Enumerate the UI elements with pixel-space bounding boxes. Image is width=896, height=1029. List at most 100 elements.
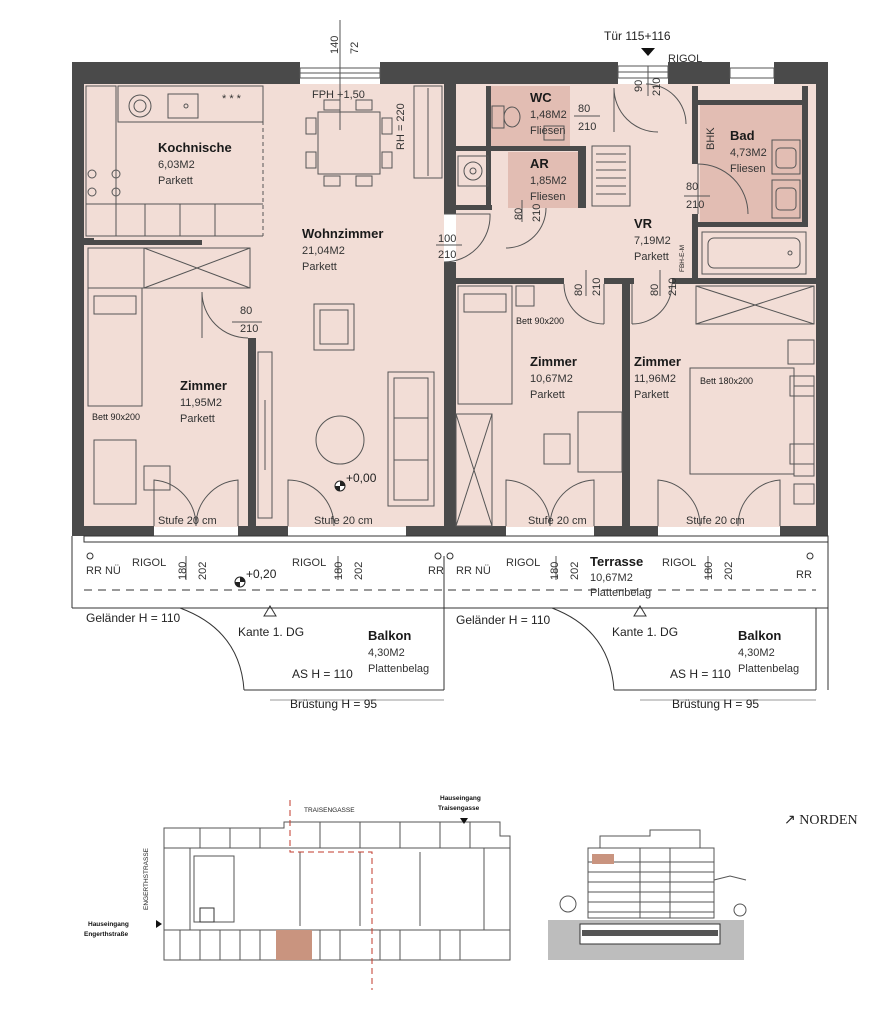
svg-text:11,95M2: 11,95M2 — [180, 397, 222, 409]
svg-text:Engerthstraße: Engerthstraße — [84, 931, 128, 938]
svg-text:RIGOL: RIGOL — [506, 557, 540, 569]
svg-text:210: 210 — [578, 121, 596, 133]
svg-text:10,67M2: 10,67M2 — [530, 373, 573, 385]
svg-text:4,73M2: 4,73M2 — [730, 147, 767, 159]
svg-text:4,30M2: 4,30M2 — [368, 647, 405, 659]
north-indicator: ↗ NORDEN — [784, 813, 858, 828]
svg-text:Stufe 20 cm: Stufe 20 cm — [686, 515, 745, 527]
svg-text:Balkon: Balkon — [368, 628, 411, 643]
svg-text:210: 210 — [667, 278, 679, 296]
svg-text:Tür 115+116: Tür 115+116 — [604, 29, 671, 43]
room3-furniture — [689, 367, 815, 505]
doors — [153, 83, 781, 527]
svg-text:Fliesen: Fliesen — [530, 191, 565, 203]
svg-text:AS H = 110: AS H = 110 — [670, 667, 731, 681]
svg-text:Zimmer: Zimmer — [180, 378, 227, 393]
walls — [72, 62, 828, 536]
svg-text:1,48M2: 1,48M2 — [530, 109, 567, 121]
svg-text:Parkett: Parkett — [634, 389, 669, 401]
svg-text:VR: VR — [634, 216, 653, 231]
svg-text:210: 210 — [438, 249, 456, 261]
svg-text:80: 80 — [573, 284, 585, 296]
terrace-outline — [71, 535, 829, 701]
svg-text:Hauseingang: Hauseingang — [88, 921, 129, 928]
svg-text:Brüstung H = 95: Brüstung H = 95 — [290, 697, 377, 711]
svg-text:Fliesen: Fliesen — [730, 163, 765, 175]
living-furniture — [257, 303, 435, 519]
svg-text:Fliesen: Fliesen — [530, 125, 565, 137]
kitchen-fixtures — [85, 85, 264, 237]
svg-text:Wohnzimmer: Wohnzimmer — [302, 226, 383, 241]
svg-text:FPH +1,50: FPH +1,50 — [312, 89, 365, 101]
svg-text:RR NÜ: RR NÜ — [456, 565, 491, 577]
svg-text:180: 180 — [177, 562, 189, 580]
svg-text:ENGERTHSTRASSE: ENGERTHSTRASSE — [143, 847, 150, 910]
svg-text:210: 210 — [651, 78, 663, 96]
svg-text:7,19M2: 7,19M2 — [634, 235, 671, 247]
svg-text:21,04M2: 21,04M2 — [302, 245, 345, 257]
svg-text:RIGOL: RIGOL — [662, 557, 696, 569]
svg-text:Terrasse: Terrasse — [590, 554, 643, 569]
building-section — [548, 829, 747, 960]
svg-text:Geländer H = 110: Geländer H = 110 — [456, 613, 550, 627]
annotations: Tür 115+116 RIGOL FPH +1,50 RH = 220 140… — [86, 29, 812, 711]
svg-text:202: 202 — [197, 562, 209, 580]
room2-furniture — [455, 285, 623, 527]
svg-text:Balkon: Balkon — [738, 628, 781, 643]
svg-text:BHK: BHK — [705, 127, 717, 150]
svg-text:FBH-E-M: FBH-E-M — [679, 245, 686, 272]
svg-text:AR: AR — [530, 156, 549, 171]
svg-text:Bett 90x200: Bett 90x200 — [92, 412, 140, 422]
svg-text:202: 202 — [569, 562, 581, 580]
svg-text:RR: RR — [428, 565, 444, 577]
svg-text:WC: WC — [530, 90, 552, 105]
svg-text:Bad: Bad — [730, 128, 755, 143]
svg-text:202: 202 — [723, 562, 735, 580]
svg-text:+0,00: +0,00 — [346, 471, 377, 485]
entrance-arrow — [641, 48, 655, 56]
svg-text:Plattenbelag: Plattenbelag — [738, 663, 799, 675]
svg-text:RIGOL: RIGOL — [132, 557, 166, 569]
dimension-lines — [185, 20, 710, 580]
svg-text:Parkett: Parkett — [158, 175, 193, 187]
svg-text:210: 210 — [591, 278, 603, 296]
svg-text:Brüstung H = 95: Brüstung H = 95 — [672, 697, 759, 711]
svg-text:Bett 180x200: Bett 180x200 — [700, 376, 753, 386]
svg-text:Parkett: Parkett — [302, 261, 337, 273]
svg-text:4,30M2: 4,30M2 — [738, 647, 775, 659]
wet-fixtures — [457, 105, 815, 365]
svg-text:Plattenbelag: Plattenbelag — [590, 587, 651, 599]
svg-text:202: 202 — [353, 562, 365, 580]
svg-text:Kante 1. DG: Kante 1. DG — [612, 625, 678, 639]
svg-text:Parkett: Parkett — [634, 251, 669, 263]
svg-text:11,96M2: 11,96M2 — [634, 373, 676, 385]
svg-text:RR: RR — [796, 569, 812, 581]
svg-text:Kochnische: Kochnische — [158, 140, 232, 155]
svg-text:210: 210 — [240, 323, 258, 335]
svg-text:Zimmer: Zimmer — [530, 354, 577, 369]
room-labels: Kochnische 6,03M2 Parkett Wohnzimmer 21,… — [158, 90, 799, 675]
svg-text:80: 80 — [686, 181, 698, 193]
svg-text:Geländer H = 110: Geländer H = 110 — [86, 611, 180, 625]
svg-text:Zimmer: Zimmer — [634, 354, 681, 369]
svg-text:80: 80 — [240, 305, 252, 317]
svg-text:180: 180 — [549, 562, 561, 580]
svg-text:180: 180 — [333, 562, 345, 580]
svg-text:180: 180 — [703, 562, 715, 580]
svg-text:TRAISENGASSE: TRAISENGASSE — [304, 807, 355, 814]
svg-text:Plattenbelag: Plattenbelag — [368, 663, 429, 675]
svg-text:90: 90 — [633, 80, 645, 92]
svg-text:Parkett: Parkett — [180, 413, 215, 425]
room1-furniture — [87, 247, 251, 505]
svg-text:Traisengasse: Traisengasse — [438, 805, 480, 812]
level-markers — [234, 480, 346, 588]
svg-text:+0,20: +0,20 — [246, 567, 277, 581]
svg-text:RIGOL: RIGOL — [668, 53, 702, 65]
svg-text:RIGOL: RIGOL — [292, 557, 326, 569]
svg-text:72: 72 — [349, 42, 361, 54]
stove-marks: * * * — [222, 93, 242, 105]
svg-text:80: 80 — [649, 284, 661, 296]
svg-text:6,03M2: 6,03M2 — [158, 159, 195, 171]
